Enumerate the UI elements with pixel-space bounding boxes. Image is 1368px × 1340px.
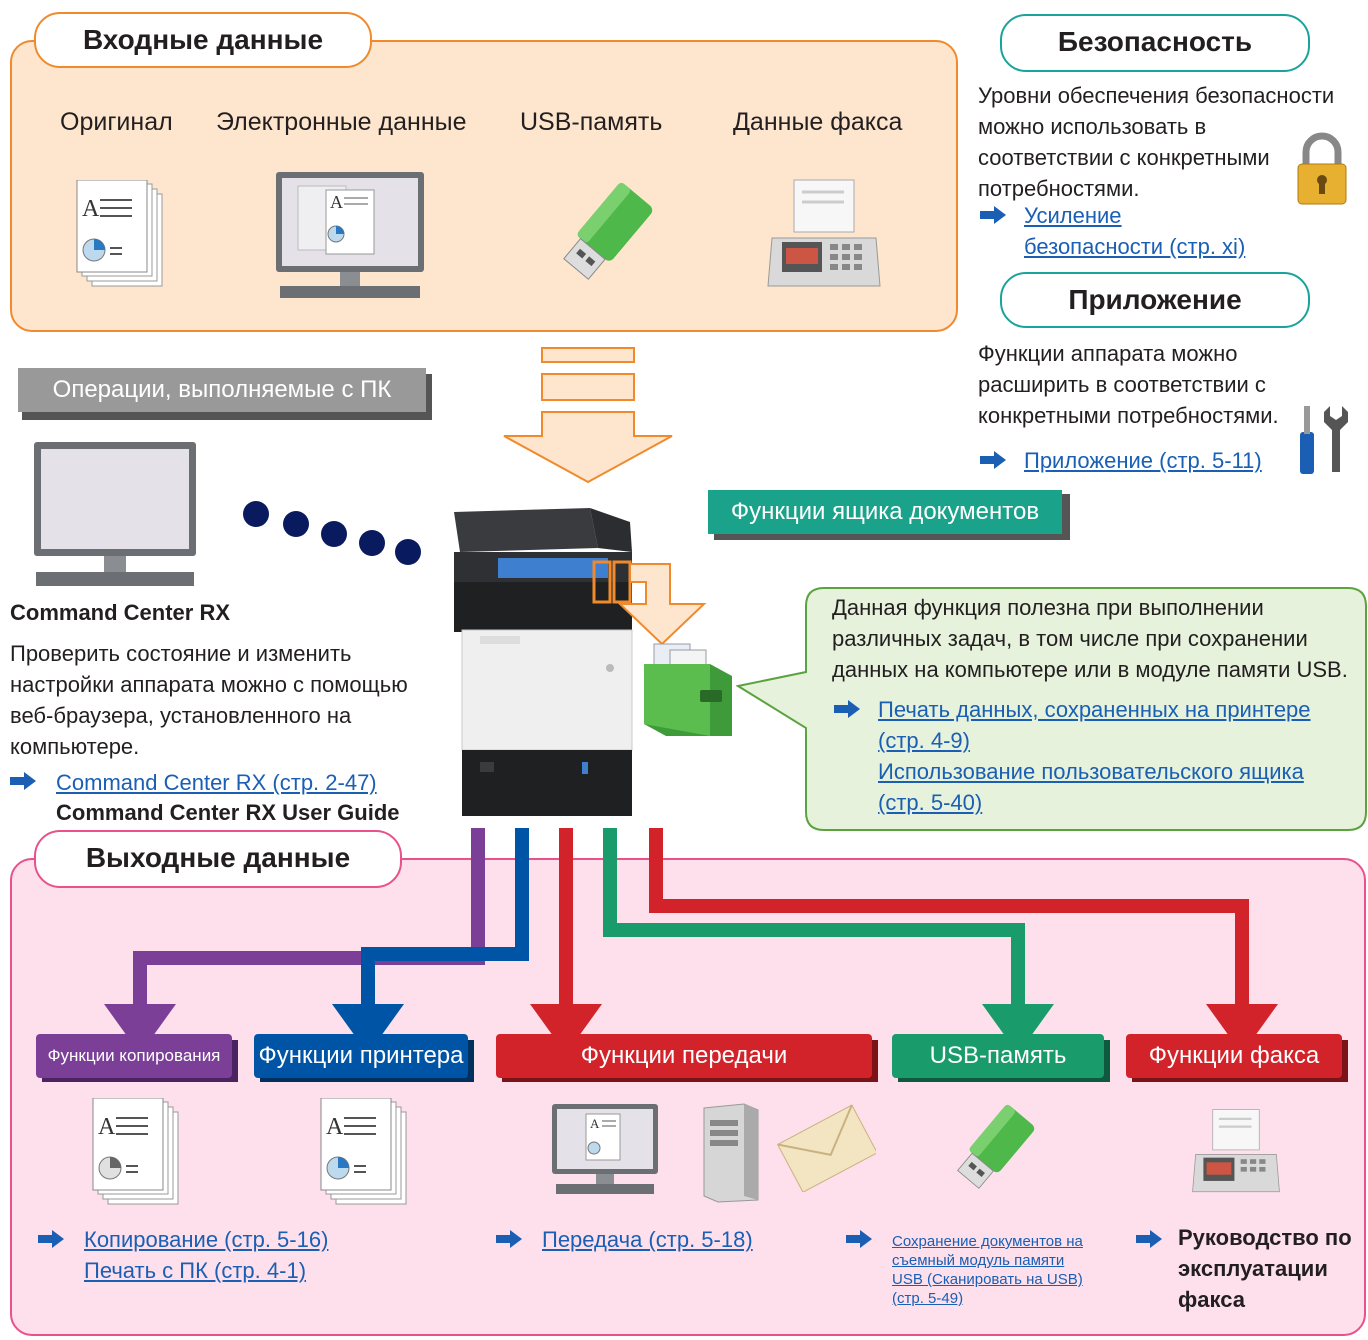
print-document-stack-icon: A [320,1098,407,1205]
output-section [10,858,1366,1336]
output-box-usb[interactable]: USB-память [892,1034,1104,1078]
input-label-original: Оригинал [60,108,173,136]
application-text: Функции аппарата можно расширить в соотв… [978,341,1279,428]
svg-text:A: A [330,192,343,212]
input-label-usb: USB-память [520,108,663,136]
docbox-label: Функции ящика документов [708,490,1062,534]
fax-machine-icon [767,179,881,287]
device-to-box-arrow [592,560,707,646]
pc-ops-label: Операции, выполняемые с ПК [18,368,426,412]
input-title: Входные данные [34,12,372,68]
copy-document-stack-icon: A [92,1098,179,1205]
usb-stick-icon [563,182,653,280]
docbox-balloon [736,587,1367,831]
output-title: Выходные данные [34,830,402,888]
svg-text:A: A [326,1114,344,1140]
arrow-icon [980,451,1006,469]
arrow-icon [834,700,860,718]
command-center-title: Command Center RX [10,600,231,625]
docbox-links[interactable]: Печать данных, сохраненных на принтере (… [878,697,1311,815]
application-title: Приложение [1000,272,1310,328]
svg-text:A: A [82,196,100,222]
send-link[interactable]: Передача (стр. 5-18) [542,1227,753,1252]
svg-text:A: A [590,1116,600,1131]
computer-monitor-icon [34,442,196,586]
send-monitor-icon: A [552,1104,658,1194]
monitor-document-icon: A [276,172,424,298]
output-usb-stick-icon [957,1104,1035,1189]
arrow-icon [980,206,1006,224]
security-title: Безопасность [1000,14,1310,72]
output-box-send[interactable]: Функции передачи [496,1034,872,1078]
command-center-guide: Command Center RX User Guide [56,800,400,825]
arrow-icon [1136,1230,1162,1248]
docbox-text: Данная функция полезна при выполнении ра… [832,595,1348,682]
input-to-device-arrow [503,347,673,484]
input-label-electronic: Электронные данные [216,108,467,136]
output-box-fax[interactable]: Функции факса [1126,1034,1342,1078]
input-label-fax: Данные факса [733,108,903,136]
application-link[interactable]: Приложение (стр. 5-11) [1024,448,1262,473]
output-box-printer[interactable]: Функции принтера [254,1034,468,1078]
multifunction-printer-icon [454,508,633,816]
command-center-text: Проверить состояние и изменить настройки… [10,641,408,759]
envelope-icon [776,1104,876,1192]
usb-link[interactable]: Сохранение документов на съемный модуль … [892,1233,1083,1307]
security-link[interactable]: Усиление безопасности (стр. xi) [1024,203,1246,259]
command-center-link[interactable]: Command Center RX (стр. 2-47) [56,770,377,795]
server-tower-icon [703,1103,759,1203]
svg-text:A: A [98,1114,116,1140]
output-box-copy[interactable]: Функции копирования [36,1034,232,1078]
arrow-icon [10,772,36,790]
padlock-icon [1297,132,1347,205]
connection-dots [243,501,421,565]
output-fax-machine-icon [1192,1109,1280,1193]
arrow-icon [496,1230,522,1248]
file-box-icon [644,643,732,736]
fax-guide: Руководство по эксплуатации факса [1178,1225,1352,1312]
copy-print-links[interactable]: Копирование (стр. 5-16) Печать с ПК (стр… [84,1227,329,1283]
arrow-icon [38,1230,64,1248]
document-stack-icon: A [76,180,163,287]
output-routing-arrows [104,828,1278,1054]
arrow-icon [846,1230,872,1248]
tools-icon [1300,406,1348,474]
security-text: Уровни обеспечения безопасности можно ис… [978,83,1335,201]
